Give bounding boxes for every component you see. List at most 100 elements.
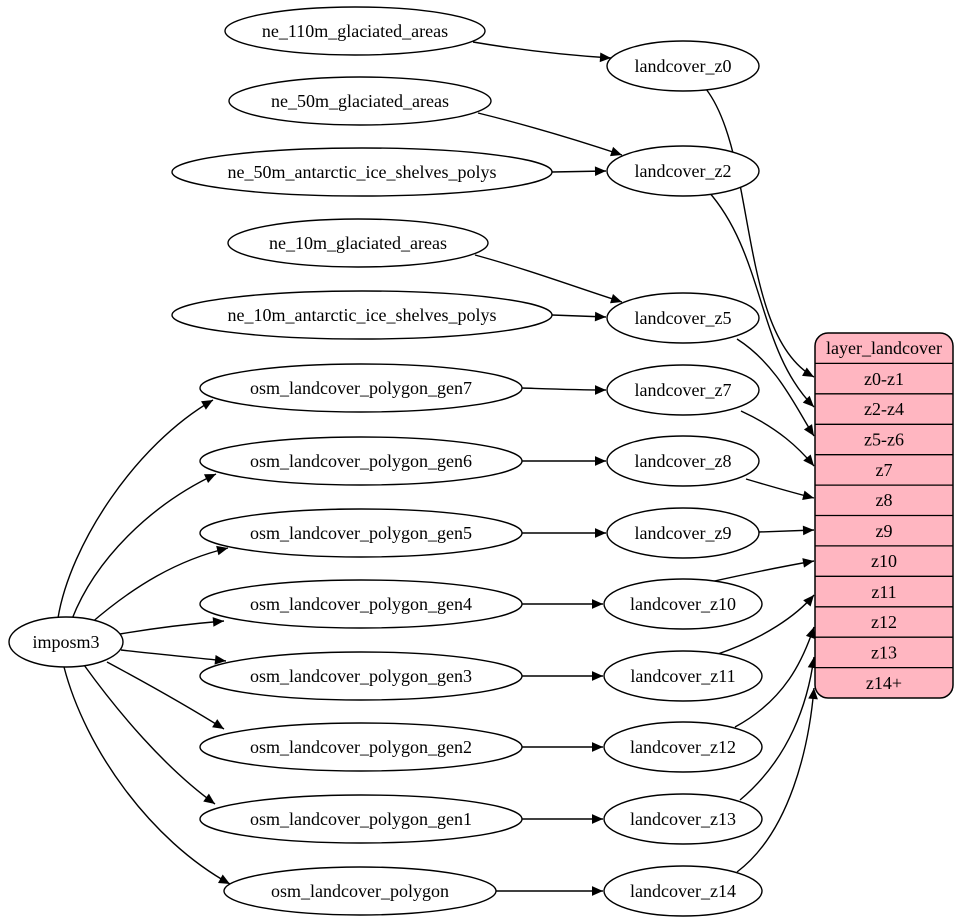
edge-ne_10m_glaciated_areas-landcover_z5 (474, 254, 623, 304)
node-label: osm_landcover_polygon_gen6 (250, 451, 472, 471)
edge-imposm3-osm_landcover_polygon_gen4 (119, 617, 225, 635)
record-row-z2-z4: z2-z4 (864, 399, 904, 419)
node-osm_landcover_polygon_gen1-shape (199, 794, 523, 844)
edge-ne_50m_antarctic_ice_shelves_polys-landcover_z2 (551, 166, 607, 177)
node-imposm3-shape (8, 616, 124, 668)
node-label: landcover_z8 (635, 451, 732, 471)
node-label: landcover_z0 (635, 56, 732, 76)
node-label: landcover_z14 (630, 881, 736, 901)
node-label: landcover_z13 (630, 809, 736, 829)
node-ne_10m_glaciated_areas-shape (227, 218, 489, 268)
edge-ne_50m_glaciated_areas-landcover_z2 (477, 112, 623, 157)
node-label: landcover_z7 (635, 380, 732, 400)
node-label: landcover_z12 (630, 737, 736, 757)
node-ne_50m_glaciated_areas: ne_50m_glaciated_areas (228, 76, 492, 126)
record-title: layer_landcover (826, 338, 942, 358)
node-label: landcover_z10 (630, 594, 736, 614)
edge-landcover_z5-row-z5-z6 (736, 338, 815, 437)
node-osm_landcover_polygon_gen7: osm_landcover_polygon_gen7 (199, 363, 523, 413)
record-row-z10: z10 (871, 551, 897, 571)
node-osm_landcover_polygon_gen5: osm_landcover_polygon_gen5 (199, 508, 523, 558)
node-landcover_z7: landcover_z7 (606, 364, 760, 416)
node-layer_landcover: layer_landcover z0-z1 z2-z4 z5-z6 z7 z8 … (814, 332, 954, 699)
record-row-z9: z9 (876, 521, 893, 541)
node-imposm3: imposm3 (8, 616, 124, 668)
node-ne_50m_glaciated_areas-shape (228, 76, 492, 126)
node-label: osm_landcover_polygon_gen7 (250, 378, 472, 398)
node-label: imposm3 (32, 632, 99, 652)
node-osm_landcover_polygon_gen5-shape (199, 508, 523, 558)
edge-imposm3-osm_landcover_polygon_gen3 (120, 649, 227, 665)
node-landcover_z14-shape (603, 865, 763, 917)
edge-landcover_z8-row-z8 (745, 478, 815, 501)
node-landcover_z10-shape (603, 578, 763, 630)
node-label: landcover_z9 (635, 523, 732, 543)
edge-landcover_z14-row-z14plus (736, 687, 818, 873)
edge-imposm3-osm_landcover_polygon_gen1 (83, 664, 216, 805)
node-landcover_z5: landcover_z5 (606, 292, 760, 344)
edge-landcover_z13-row-z13 (739, 656, 818, 801)
edge-imposm3-osm_landcover_polygon_gen2 (106, 661, 225, 730)
node-osm_landcover_polygon_gen1: osm_landcover_polygon_gen1 (199, 794, 523, 844)
edge-landcover_z12-row-z12 (734, 626, 816, 728)
record-row-z8: z8 (876, 490, 893, 510)
node-label: ne_50m_antarctic_ice_shelves_polys (228, 162, 497, 182)
node-label: ne_10m_antarctic_ice_shelves_polys (228, 305, 497, 325)
node-landcover_z13-shape (603, 793, 763, 845)
node-landcover_z0-shape (606, 40, 760, 92)
node-ne_50m_antarctic_ice_shelves_polys: ne_50m_antarctic_ice_shelves_polys (171, 147, 553, 197)
node-label: ne_10m_glaciated_areas (269, 233, 447, 253)
node-osm_landcover_polygon_gen4-shape (199, 579, 523, 629)
node-landcover_z9-shape (606, 507, 760, 559)
node-osm_landcover_polygon_gen7-shape (199, 363, 523, 413)
edge-landcover_z2-row-z2-z4 (707, 190, 815, 408)
node-osm_landcover_polygon_gen6: osm_landcover_polygon_gen6 (199, 436, 523, 486)
node-osm_landcover_polygon: osm_landcover_polygon (223, 866, 497, 916)
node-landcover_z2: landcover_z2 (606, 145, 760, 197)
node-osm_landcover_polygon_gen3-shape (199, 651, 523, 701)
node-label: ne_50m_glaciated_areas (271, 91, 449, 111)
node-osm_landcover_polygon_gen3: osm_landcover_polygon_gen3 (199, 651, 523, 701)
node-ne_10m_antarctic_ice_shelves_polys-shape (171, 290, 553, 340)
record-row-z5-z6: z5-z6 (864, 430, 904, 450)
edge-landcover_z0-row-z0-z1 (705, 88, 815, 378)
node-label: osm_landcover_polygon_gen1 (250, 809, 472, 829)
node-ne_10m_glaciated_areas: ne_10m_glaciated_areas (227, 218, 489, 268)
node-label: osm_landcover_polygon_gen4 (250, 594, 472, 614)
edge-landcover_z9-row-z9 (758, 525, 815, 536)
edge-osm_landcover_polygon_gen7-landcover_z7 (521, 385, 607, 395)
node-label: osm_landcover_polygon_gen2 (250, 737, 472, 757)
record-row-z12: z12 (871, 612, 897, 632)
node-ne_10m_antarctic_ice_shelves_polys: ne_10m_antarctic_ice_shelves_polys (171, 290, 553, 340)
node-label: ne_110m_glaciated_areas (262, 21, 448, 41)
node-osm_landcover_polygon_gen2-shape (199, 722, 523, 772)
node-landcover_z11-shape (603, 650, 763, 702)
node-osm_landcover_polygon-shape (223, 866, 497, 916)
node-label: osm_landcover_polygon_gen5 (250, 523, 472, 543)
node-landcover_z12-shape (603, 721, 763, 773)
edge-ne_110m_glaciated_areas-landcover_z0 (472, 41, 612, 63)
node-osm_landcover_polygon_gen2: osm_landcover_polygon_gen2 (199, 722, 523, 772)
node-ne_110m_glaciated_areas: ne_110m_glaciated_areas (224, 6, 486, 56)
edge-ne_10m_antarctic_ice_shelves_polys-landcover_z5 (551, 311, 607, 322)
node-label: osm_landcover_polygon (271, 881, 449, 901)
node-landcover_z8-shape (606, 435, 760, 487)
edge-imposm3-osm_landcover_polygon_gen5 (89, 545, 229, 625)
node-landcover_z7-shape (606, 364, 760, 416)
node-landcover_z14: landcover_z14 (603, 865, 763, 917)
node-label: landcover_z11 (630, 666, 735, 686)
node-landcover_z11: landcover_z11 (603, 650, 763, 702)
node-osm_landcover_polygon_gen6-shape (199, 436, 523, 486)
node-landcover_z5-shape (606, 292, 760, 344)
edge-layer (57, 41, 818, 896)
node-label: landcover_z5 (635, 308, 732, 328)
node-label: landcover_z2 (635, 161, 732, 181)
node-landcover_z9: landcover_z9 (606, 507, 760, 559)
edge-landcover_z10-row-z10 (709, 558, 815, 583)
node-ne_50m_antarctic_ice_shelves_polys-shape (171, 147, 553, 197)
edge-imposm3-osm_landcover_polygon_gen7 (57, 399, 214, 619)
node-ne_110m_glaciated_areas-shape (224, 6, 486, 56)
edge-landcover_z7-row-z7 (740, 410, 815, 467)
node-landcover_z10: landcover_z10 (603, 578, 763, 630)
